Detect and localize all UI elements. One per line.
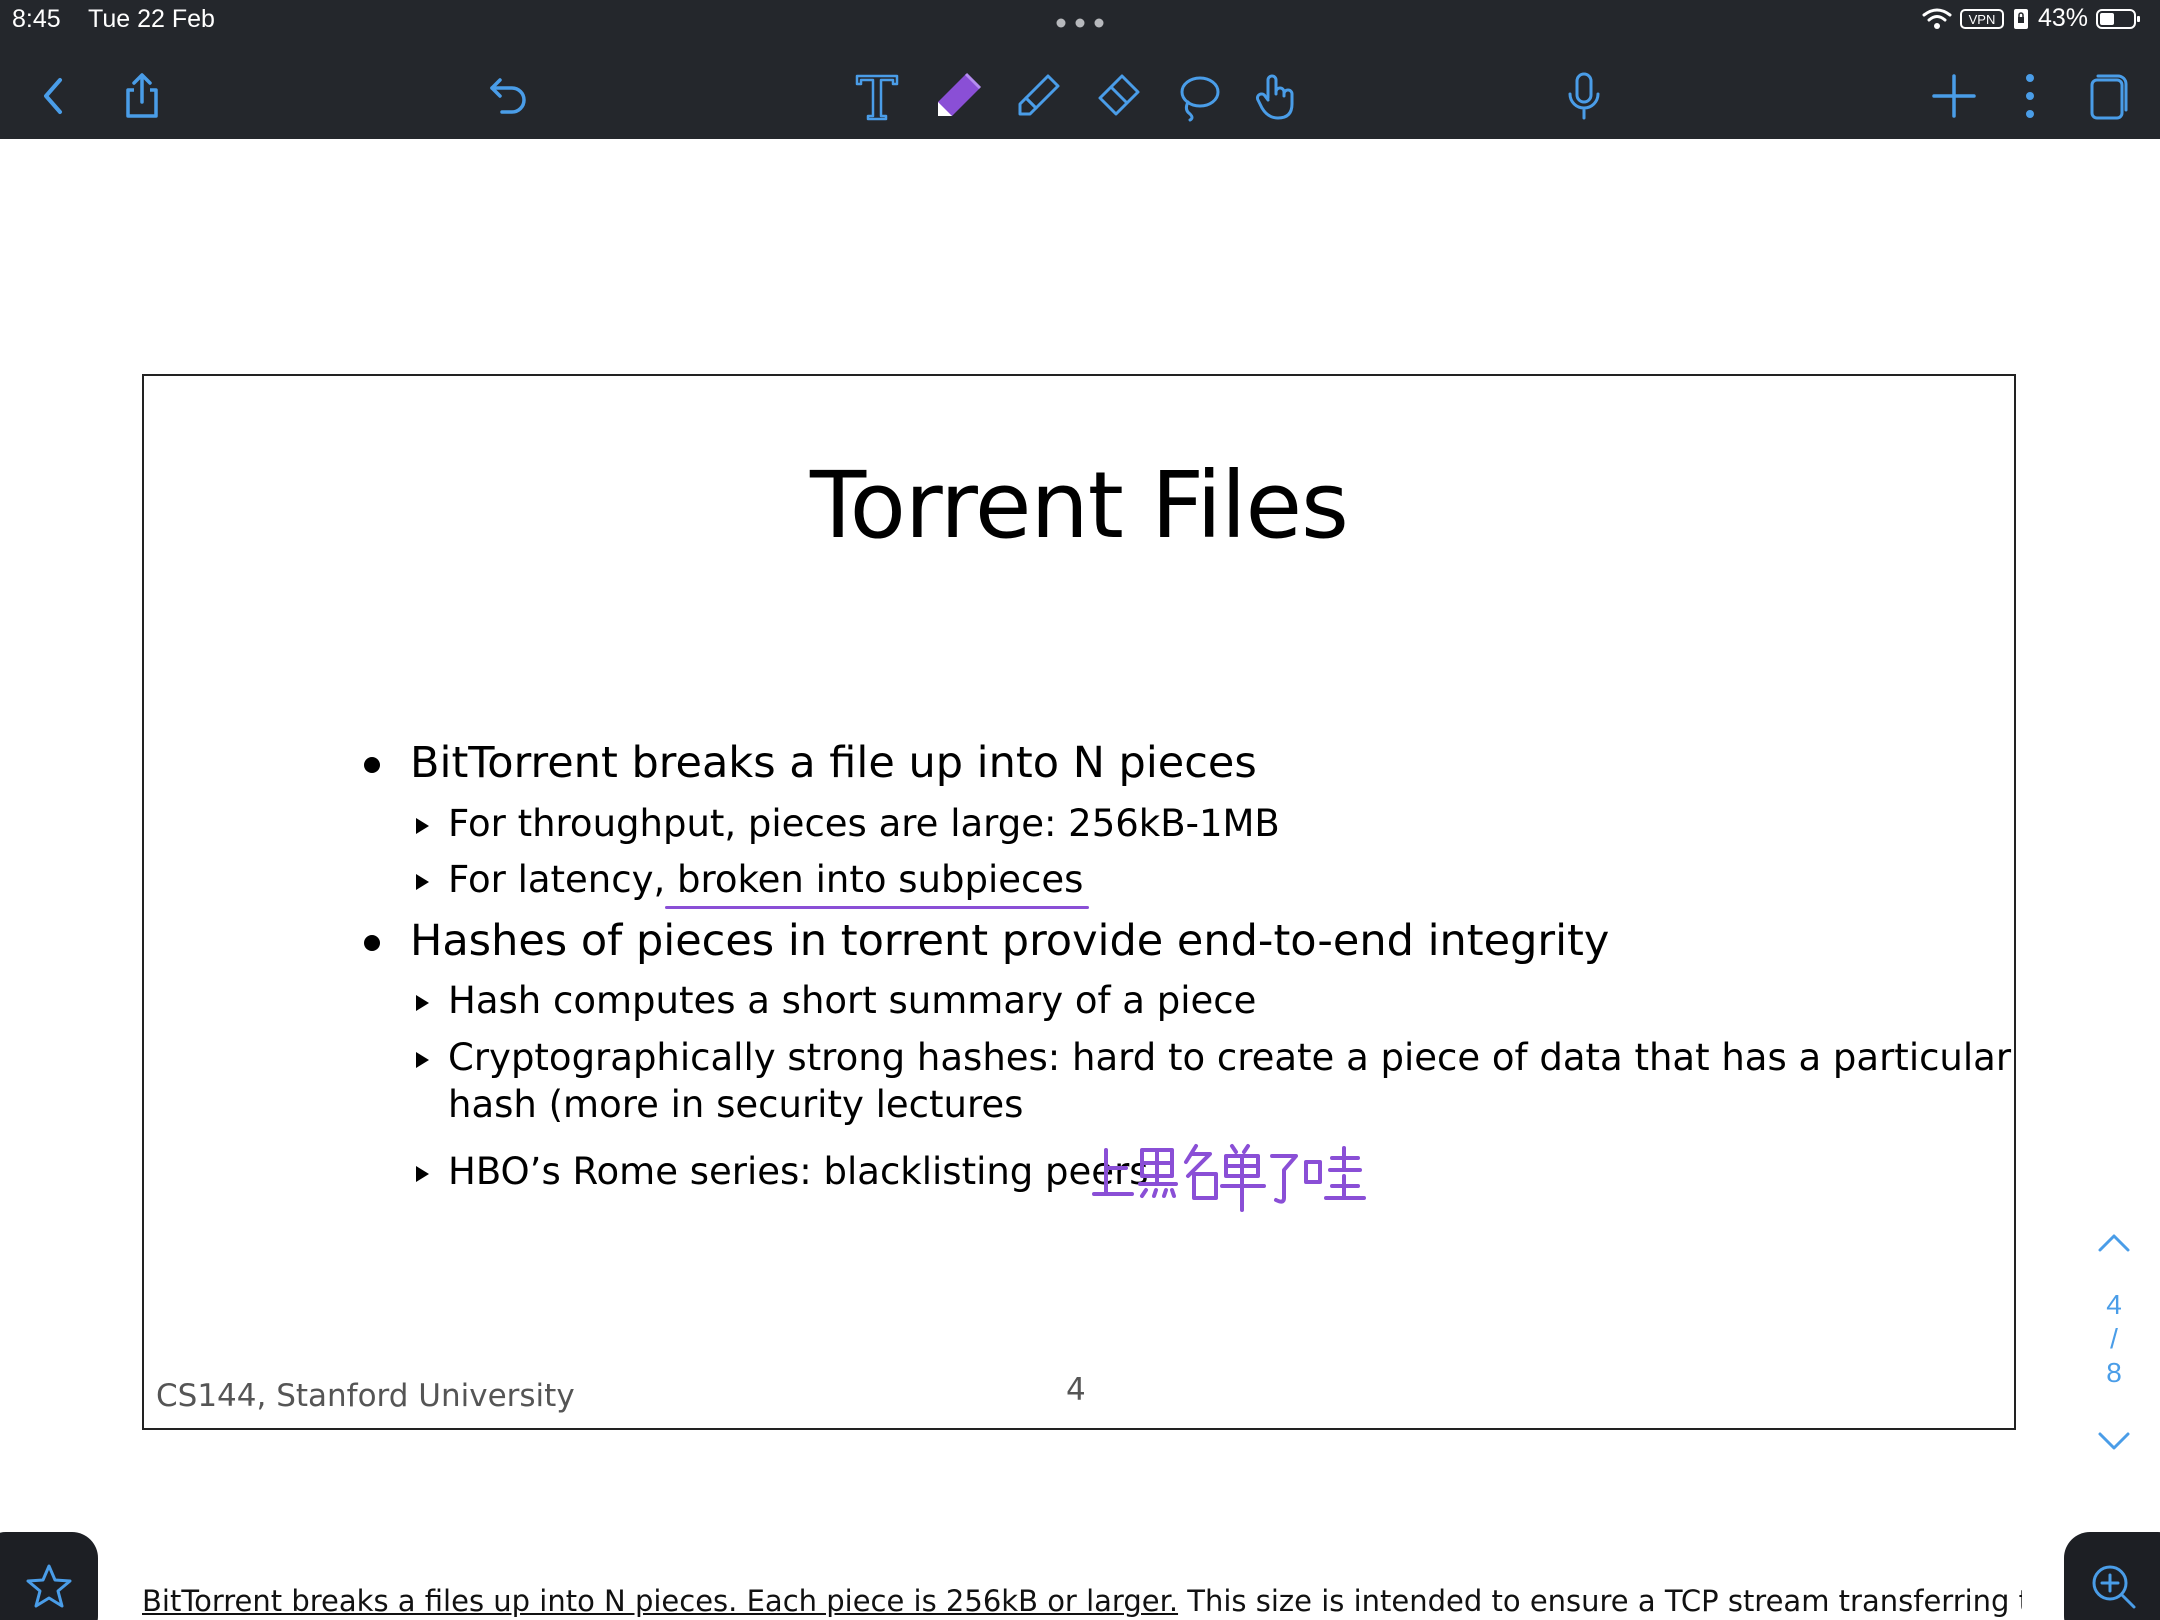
star-icon	[26, 1564, 72, 1608]
slide-page[interactable]: Torrent Files BitTorrent breaks a file u…	[142, 374, 2016, 1430]
sub-bullet-arrow	[416, 1166, 429, 1182]
page-separator: /	[2110, 1323, 2118, 1354]
pen-tool-button[interactable]	[926, 64, 990, 128]
sub-bullet-text: For latency,	[448, 858, 666, 901]
bullet-item: Hashes of pieces in torrent provide end-…	[410, 916, 1610, 966]
sub-bullet-item: Hash computes a short summary of a piece	[448, 979, 1257, 1022]
sub-bullet-arrow	[416, 995, 429, 1011]
microphone-icon	[1568, 72, 1600, 120]
zoom-button[interactable]	[2064, 1532, 2160, 1620]
annotated-underline-text: broken into subpieces	[665, 858, 1090, 909]
sub-bullet-arrow	[416, 818, 429, 834]
status-time: 8:45	[12, 5, 61, 33]
text-tool-button[interactable]	[845, 64, 909, 128]
vpn-icon: VPN	[1959, 8, 2004, 29]
undo-icon	[490, 78, 526, 114]
orientation-lock-icon	[2013, 8, 2028, 29]
status-indicators: VPN 43%	[1922, 4, 2142, 33]
favorite-button[interactable]	[0, 1532, 98, 1620]
text-tool-icon	[855, 74, 899, 121]
pages-icon	[2090, 74, 2128, 120]
sub-bullet-item-continued: hash (more in security lectures	[448, 1083, 1024, 1126]
back-button[interactable]	[22, 64, 86, 128]
notes-text-rest: This size is intended to ensure a TCP st…	[1178, 1584, 2022, 1618]
page-indicator[interactable]: 4 / 8	[2094, 1288, 2134, 1390]
pen-underline-stroke	[665, 906, 1090, 909]
next-page-icon[interactable]	[2094, 1426, 2134, 1456]
add-page-button[interactable]	[1922, 64, 1986, 128]
slide-footer: CS144, Stanford University	[156, 1378, 575, 1414]
record-audio-button[interactable]	[1552, 64, 1616, 128]
undo-button[interactable]	[476, 64, 540, 128]
eraser-icon	[1098, 74, 1140, 116]
share-button[interactable]	[110, 64, 174, 128]
bullet-dot	[364, 757, 380, 773]
slide-page-number: 4	[1066, 1372, 1086, 1408]
highlighter-icon	[1018, 74, 1060, 116]
eraser-tool-button[interactable]	[1086, 64, 1150, 128]
sub-bullet-arrow	[416, 1052, 429, 1068]
underlined-phrase: broken into subpieces	[665, 858, 1084, 901]
battery-icon	[2096, 8, 2140, 29]
page-notes: BitTorrent breaks a files up into N piec…	[142, 1584, 2022, 1618]
more-options-button[interactable]	[1998, 64, 2062, 128]
sub-bullet-item: For throughput, pieces are large: 256kB-…	[448, 802, 1280, 845]
add-icon	[1932, 74, 1976, 118]
current-page: 4	[2106, 1289, 2122, 1320]
previous-page-icon[interactable]	[2094, 1228, 2134, 1258]
total-pages: 8	[2106, 1357, 2122, 1388]
status-bar: 8:45 Tue 22 Feb VPN	[0, 0, 2160, 40]
lasso-icon	[1180, 76, 1220, 122]
battery-percentage: 43%	[2037, 4, 2088, 32]
status-date: Tue 22 Feb	[88, 5, 215, 33]
zoom-in-icon	[2092, 1565, 2136, 1609]
notes-underlined-text: BitTorrent breaks a files up into N piec…	[142, 1584, 1179, 1618]
bullet-dot	[364, 935, 380, 951]
hand-tool-button[interactable]	[1244, 64, 1308, 128]
lasso-tool-button[interactable]	[1166, 64, 1230, 128]
slide-title: Torrent Files	[810, 452, 1349, 559]
sub-bullet-item: Cryptographically strong hashes: hard to…	[448, 1036, 2012, 1079]
vpn-label: VPN	[1969, 12, 1996, 27]
pen-icon	[938, 72, 982, 116]
highlighter-tool-button[interactable]	[1006, 64, 1070, 128]
hand-pointer-icon	[1256, 74, 1294, 120]
sub-bullet-item: HBO’s Rome series: blacklisting peers	[448, 1150, 1149, 1193]
multitask-dots-icon[interactable]	[1056, 18, 1104, 28]
wifi-icon	[1922, 8, 1952, 29]
handwritten-annotation[interactable]	[1092, 1136, 1412, 1216]
sub-bullet-item: For latency, broken into subpieces	[448, 858, 1090, 909]
pages-overview-button[interactable]	[2074, 64, 2138, 128]
sub-bullet-arrow	[416, 874, 429, 890]
bullet-item: BitTorrent breaks a file up into N piece…	[410, 738, 1257, 788]
back-icon	[44, 78, 62, 114]
more-icon	[2026, 74, 2034, 118]
top-bar: 8:45 Tue 22 Feb VPN	[0, 0, 2160, 139]
share-icon	[126, 73, 158, 118]
